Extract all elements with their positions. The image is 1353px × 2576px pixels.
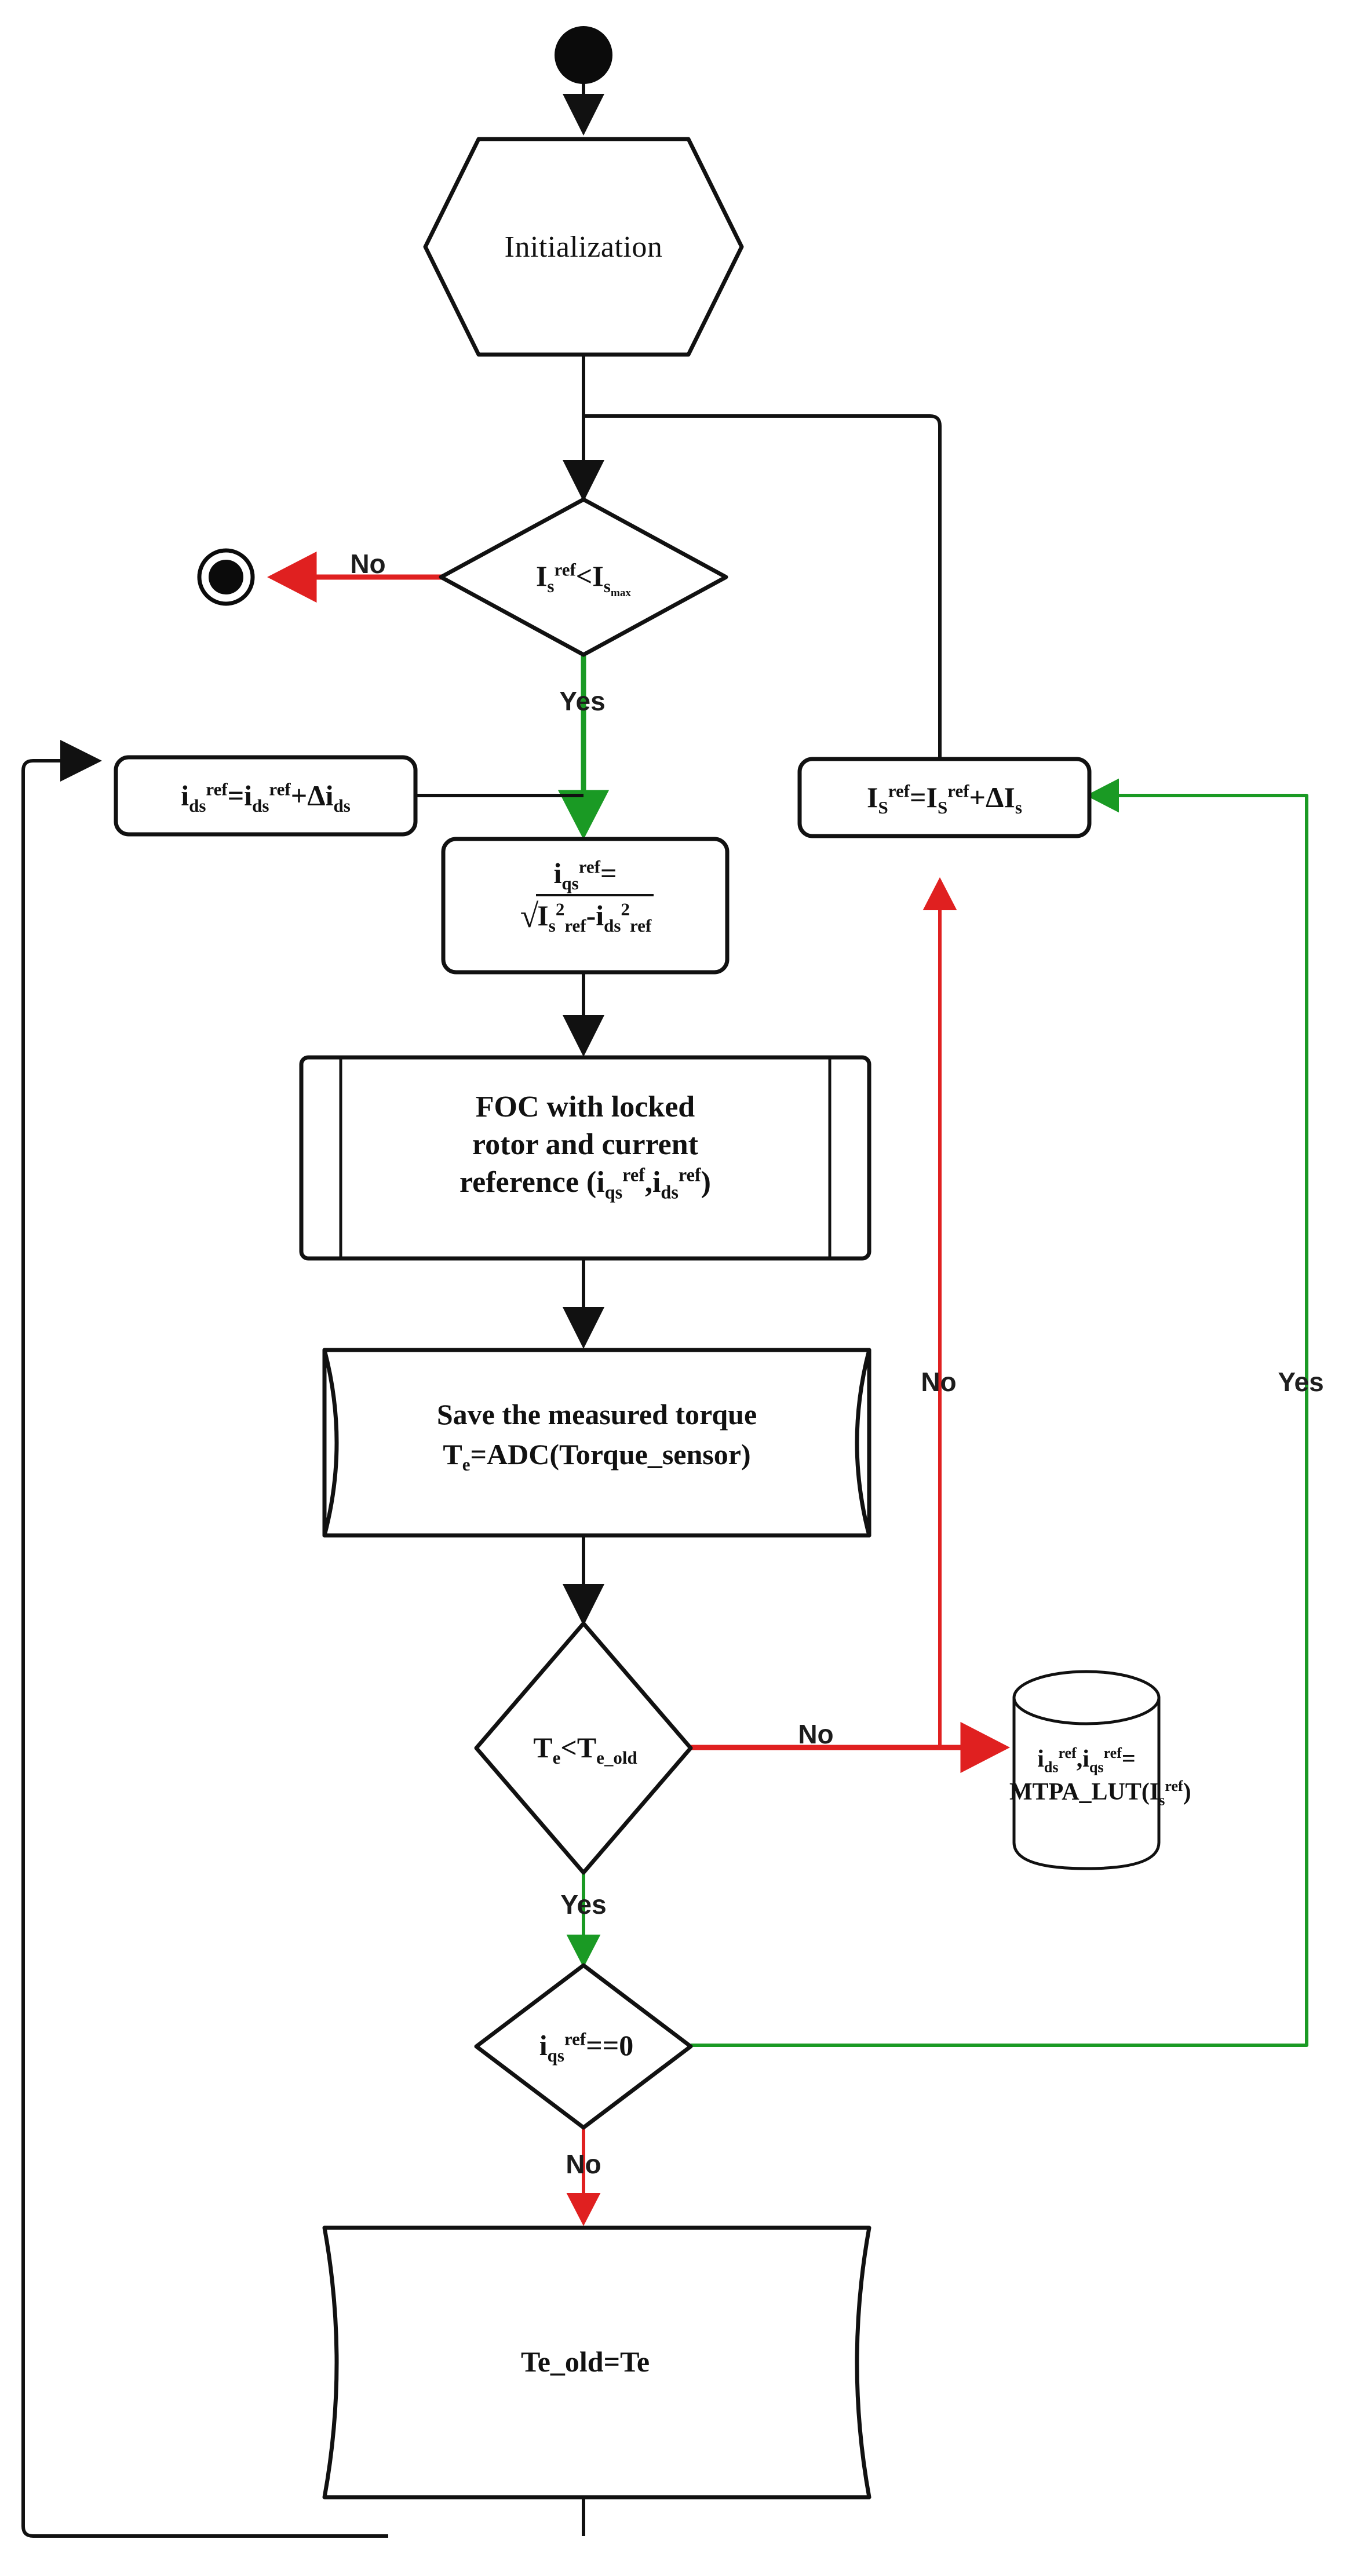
inc-is-node — [797, 757, 1092, 838]
calc-iqs-line1: iqsref= — [553, 856, 617, 893]
store-te-old-label: Te_old=Te — [520, 2345, 650, 2378]
edge-initialization-to-inc-is — [583, 414, 942, 759]
end-node-ring — [197, 548, 255, 606]
save-torque-line-2: Te=ADC(Torque_sensor) — [443, 1437, 751, 1475]
save-torque-line-1: Save the measured torque — [436, 1398, 757, 1431]
foc-node — [299, 1055, 871, 1261]
check-te-node — [474, 1621, 693, 1875]
inc-ids-label: idsref=idsref+Δids — [181, 779, 351, 816]
edge-check-iqs-yes-to-inc-is — [691, 778, 1308, 2047]
initialization-label: Initialization — [504, 231, 663, 264]
edge-loopback-to-inc-ids — [21, 740, 102, 782]
calc-iqs-node — [441, 837, 730, 975]
mtpa-lut-top — [1012, 1670, 1161, 1725]
edge-label-yes-vertical: Yes — [1278, 1367, 1324, 1397]
foc-line-3: reference (iqsref,idsref) — [459, 1164, 711, 1203]
edge-label-no-vertical: No — [921, 1367, 957, 1397]
check-te-label: Te<Te_old — [533, 1731, 637, 1768]
edge-label-no-to-end: No — [350, 549, 386, 579]
edge-label-yes-to-calc: Yes — [559, 686, 606, 716]
save-torque-node — [322, 1348, 871, 1538]
calc-iqs-line2: √Is2ref-ids2ref — [443, 893, 727, 937]
inc-ids-node — [114, 755, 418, 837]
mtpa-lut-line-2: MTPA_LUT(Isref) — [1009, 1777, 1191, 1808]
edge-label-yes-te: Yes — [560, 1889, 607, 1920]
check-is-max-node — [439, 497, 728, 657]
save-torque-label: Save the measured torque Te=ADC(Torque_s… — [336, 1396, 858, 1475]
start-node — [555, 26, 612, 84]
end-node-core — [209, 560, 243, 594]
check-iqs-zero-node — [474, 1963, 693, 2130]
foc-line-1: FOC with locked — [475, 1090, 695, 1123]
edge-label-no-te-to-lut: No — [798, 1719, 834, 1749]
foc-line-2: rotor and current — [472, 1128, 698, 1161]
check-is-max-label: Isref<Ismax — [535, 559, 632, 600]
store-te-old-node — [322, 2225, 871, 2500]
mtpa-lut-line-1: idsref,iqsref= — [1037, 1745, 1136, 1776]
mtpa-lut-label: idsref,iqsref= MTPA_LUT(Isref) — [1009, 1744, 1191, 1808]
edge-loopback-rail — [21, 771, 388, 2538]
edge-label-no-iqs: No — [566, 2149, 601, 2179]
initialization-node — [423, 137, 744, 357]
calc-iqs-label: iqsref= √Is2ref-ids2ref — [443, 855, 727, 937]
check-iqs-zero-label: iqsref==0 — [539, 2028, 634, 2066]
foc-label: FOC with locked rotor and current refere… — [348, 1088, 823, 1203]
inc-is-label: ISref=ISref+ΔIs — [867, 780, 1022, 818]
mtpa-lut-body — [1012, 1696, 1161, 1870]
